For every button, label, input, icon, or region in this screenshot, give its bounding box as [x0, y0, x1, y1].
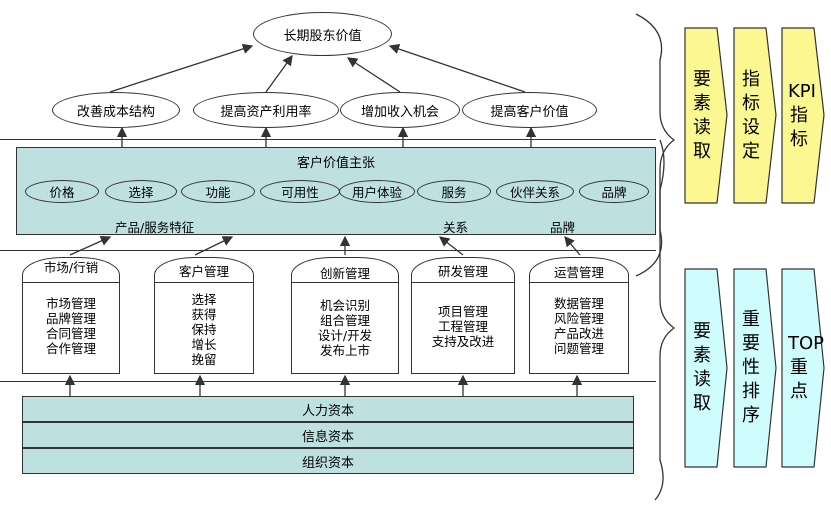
divider-2: [0, 250, 656, 251]
side-bottom-top-focus: TOP重点: [781, 268, 825, 468]
side-top-kpi: KPI指标: [781, 27, 825, 204]
vp-item-choice: 选择: [105, 180, 177, 203]
value-proposition-title: 客户价值主张: [296, 156, 375, 171]
process-title: 市场/行销: [43, 260, 99, 275]
process-item: 选择: [191, 292, 217, 307]
process-marketing: 市场/行销 市场管理 品牌管理 合同管理 合作管理: [22, 257, 120, 374]
driver-label: 增加收入机会: [360, 104, 439, 120]
process-rnd: 研发管理 项目管理 工程管理 支持及改进: [411, 257, 515, 374]
process-item: 获得: [191, 307, 217, 322]
process-title: 客户管理: [178, 264, 229, 279]
process-item: 产品改进: [553, 326, 604, 341]
driver-customer: 提高客户价值: [462, 92, 597, 128]
process-item: 问题管理: [553, 341, 604, 356]
capital-label: 人力资本: [301, 403, 354, 419]
process-item: 工程管理: [437, 319, 488, 334]
arrow-asset-to-goal: [265, 54, 293, 93]
brace-bottom: [654, 139, 676, 501]
value-proposition-box: 客户价值主张 价格 选择 功能 可用性 用户体验 服务 伙伴关系 品牌 产品/服…: [16, 147, 656, 235]
process-operations: 运营管理 数据管理 风险管理 产品改进 问题管理: [529, 257, 629, 374]
vp-item-function: 功能: [181, 180, 255, 203]
driver-label: 提高资产利用率: [220, 104, 312, 120]
arrow-cost-to-goal: [109, 43, 254, 93]
vp-group-product: 产品/服务特征: [115, 220, 195, 235]
process-item: 发布上市: [319, 343, 370, 358]
side-label: 重要性排序: [742, 309, 760, 426]
brace-top: [635, 13, 676, 277]
divider-1: [0, 139, 656, 140]
side-top-read-elements: 要素读取: [684, 27, 728, 204]
vp-item-partnership: 伙伴关系: [496, 180, 574, 203]
process-item: 市场管理: [45, 296, 96, 311]
side-label: 指标设定: [742, 68, 760, 162]
process-title: 运营管理: [553, 265, 604, 280]
vp-item-ux: 用户体验: [339, 180, 415, 203]
process-item: 合作管理: [45, 341, 96, 356]
capital-label: 信息资本: [301, 429, 354, 445]
driver-label: 改善成本结构: [76, 104, 155, 120]
vp-group-brand: 品牌: [550, 220, 576, 235]
capital-organization: 组织资本: [22, 448, 634, 474]
vp-item-label: 伙伴关系: [509, 185, 560, 200]
vp-item-label: 服务: [441, 185, 467, 200]
process-item: 数据管理: [553, 296, 604, 311]
vp-item-price: 价格: [25, 180, 99, 203]
vp-item-label: 价格: [49, 185, 75, 200]
driver-revenue: 增加收入机会: [340, 92, 460, 128]
driver-cost: 改善成本结构: [52, 92, 180, 128]
process-item: 机会识别: [319, 298, 370, 313]
vp-item-label: 可用性: [281, 185, 319, 200]
side-label: 要素读取: [693, 321, 711, 414]
capital-information: 信息资本: [22, 422, 634, 448]
process-item: 风险管理: [553, 311, 604, 326]
vp-item-label: 用户体验: [351, 185, 402, 200]
vp-item-label: 选择: [128, 185, 154, 200]
process-innovation: 创新管理 机会识别 组合管理 设计/开发 发布上市: [291, 257, 399, 374]
vp-item-label: 品牌: [601, 185, 627, 200]
process-item: 挽留: [191, 352, 217, 367]
vp-group-relationship: 关系: [443, 220, 469, 235]
top-goal-ellipse: 长期股东价值: [253, 12, 392, 56]
process-item: 支持及改进: [431, 334, 495, 349]
driver-label: 提高客户价值: [490, 104, 569, 120]
side-bottom-read-elements: 要素读取: [684, 268, 728, 468]
process-item: 组合管理: [319, 313, 370, 328]
vp-item-service: 服务: [417, 180, 491, 203]
capital-label: 组织资本: [301, 455, 354, 471]
side-label: 要素读取: [693, 68, 711, 162]
vp-item-label: 功能: [205, 185, 231, 200]
capital-human: 人力资本: [22, 396, 634, 422]
process-item: 增长: [191, 337, 217, 352]
process-customer: 客户管理 选择 获得 保持 增长 挽留: [154, 257, 254, 374]
vp-item-brand: 品牌: [579, 180, 649, 203]
divider-3: [0, 381, 656, 382]
top-goal-label: 长期股东价值: [283, 28, 362, 44]
process-item: 保持: [191, 322, 217, 337]
process-item: 品牌管理: [45, 311, 96, 326]
driver-asset: 提高资产利用率: [193, 92, 339, 128]
arrow-customer-to-goal: [388, 44, 526, 93]
vp-item-availability: 可用性: [260, 180, 340, 203]
side-bottom-priority: 重要性排序: [733, 268, 777, 468]
side-top-set-indicators: 指标设定: [733, 27, 777, 204]
side-label: KPI指标: [788, 80, 816, 150]
arrow-revenue-to-goal: [346, 57, 401, 93]
process-title: 研发管理: [437, 264, 488, 279]
side-label: TOP重点: [788, 333, 825, 402]
process-title: 创新管理: [319, 266, 370, 281]
process-item: 设计/开发: [317, 328, 373, 343]
process-item: 合同管理: [45, 326, 96, 341]
process-item: 项目管理: [437, 304, 488, 319]
